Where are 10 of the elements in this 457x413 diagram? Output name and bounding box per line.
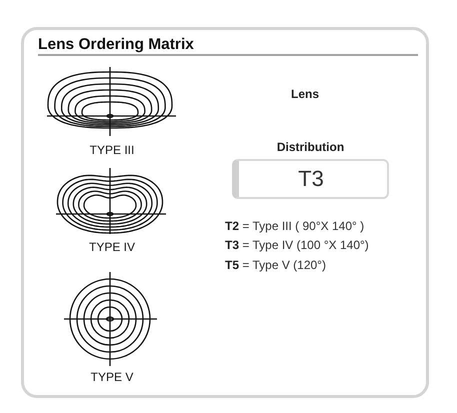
definition-text: T5 = Type V (120°): [225, 258, 326, 272]
diagram-caption: TYPE V: [90, 370, 134, 384]
value-field: T3: [232, 159, 389, 199]
panel-title: Lens Ordering Matrix: [38, 36, 194, 53]
definition-text: T3 = Type IV (100 °X 140°): [225, 238, 369, 252]
section-label: Lens: [291, 87, 319, 101]
field-heading: Distribution: [276, 140, 344, 154]
diagram-caption: TYPE IV: [89, 240, 135, 254]
diagram-caption: TYPE III: [90, 143, 134, 157]
definition-text: T2 = Type III ( 90°X 140° ): [225, 219, 364, 233]
